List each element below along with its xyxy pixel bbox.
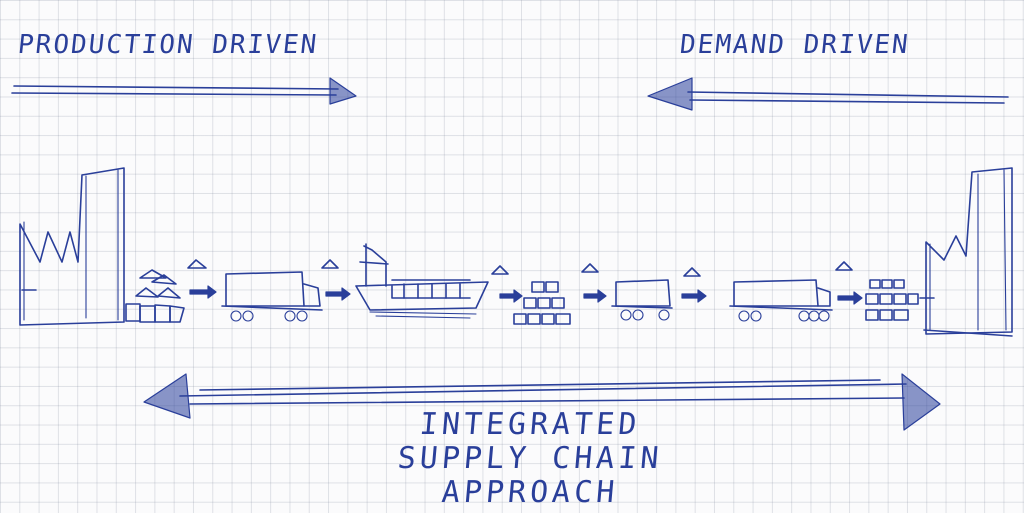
production-direction-arrow	[11, 77, 357, 105]
truck-1-icon	[221, 259, 351, 322]
truck-2-icon	[611, 267, 707, 321]
port-goods-stack-icon	[491, 263, 607, 325]
cargo-ship-icon	[355, 243, 489, 319]
integrated-chain-arrow	[143, 373, 941, 431]
left-goods-stack-icon	[125, 259, 217, 323]
title-line-2: SUPPLY CHAIN	[396, 441, 664, 476]
title-line-3: APPROACH	[440, 475, 620, 510]
right-store-icon	[923, 167, 1013, 337]
right-goods-stack-icon	[865, 279, 935, 321]
truck-3-icon	[729, 261, 863, 322]
demand-direction-arrow	[647, 77, 1009, 111]
title-line-1: INTEGRATED	[418, 407, 642, 442]
integrated-supply-chain-title: INTEGRATED SUPPLY CHAIN APPROACH	[330, 407, 730, 510]
left-factory-icon	[19, 167, 125, 326]
